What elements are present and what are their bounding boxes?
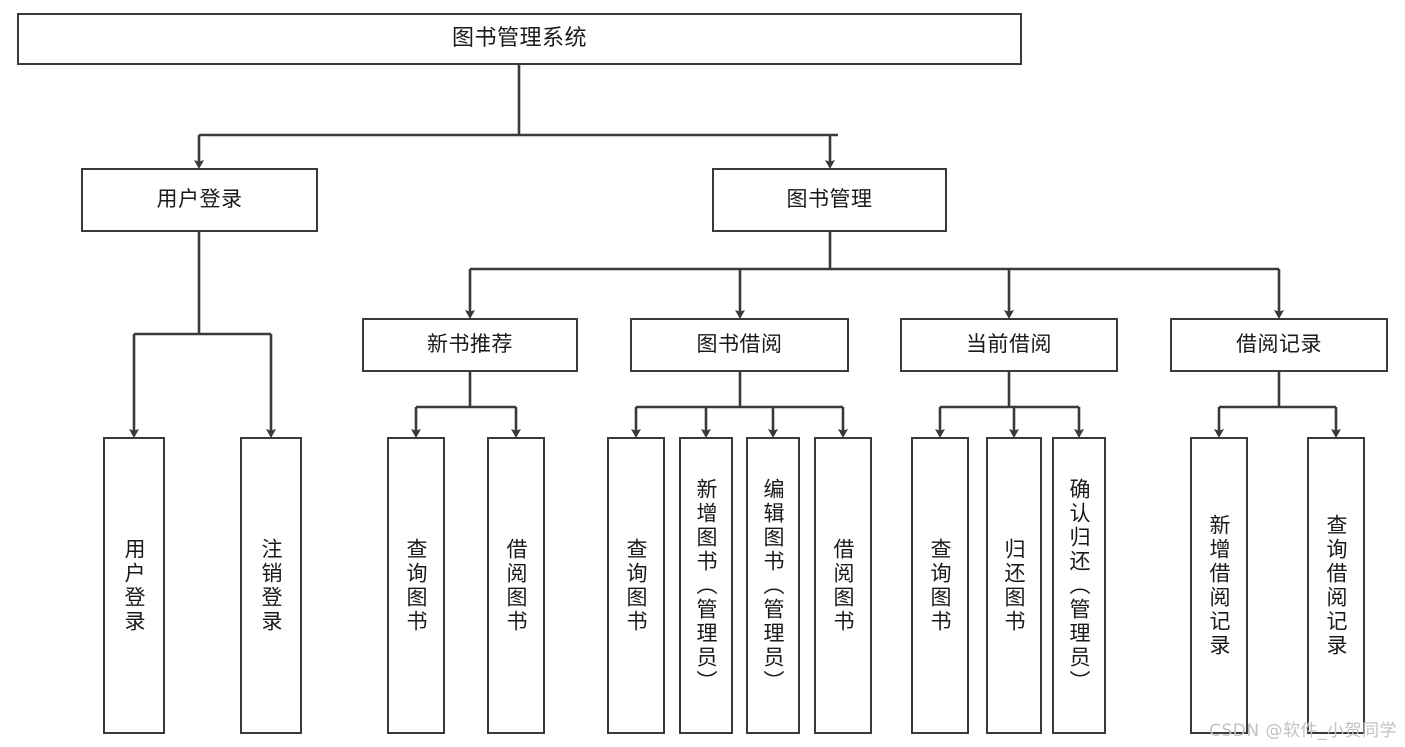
node-leaf-query-record-label: 查询借阅记录 <box>1324 513 1349 658</box>
node-new-book-rec-label: 新书推荐 <box>427 332 513 357</box>
node-leaf-add-book[interactable]: 新增图书（管理员） <box>679 437 733 734</box>
node-user-login-label: 用户登录 <box>156 187 243 212</box>
node-leaf-confirm-return-label: 确认归还（管理员） <box>1067 477 1092 694</box>
node-root-label: 图书管理系统 <box>451 25 587 51</box>
node-leaf-rec-borrow[interactable]: 借阅图书 <box>487 437 545 734</box>
node-leaf-return-book-label: 归还图书 <box>1002 537 1027 634</box>
node-book-manage[interactable]: 图书管理 <box>712 168 947 232</box>
node-leaf-rec-borrow-label: 借阅图书 <box>504 537 529 634</box>
node-user-login[interactable]: 用户登录 <box>81 168 318 232</box>
node-leaf-borrow-book[interactable]: 借阅图书 <box>814 437 872 734</box>
node-leaf-borrow-query-label: 查询图书 <box>624 537 649 634</box>
node-current-borrow-label: 当前借阅 <box>966 332 1052 357</box>
node-leaf-return-book[interactable]: 归还图书 <box>986 437 1042 734</box>
node-leaf-query-record[interactable]: 查询借阅记录 <box>1307 437 1365 734</box>
node-leaf-confirm-return[interactable]: 确认归还（管理员） <box>1052 437 1106 734</box>
node-leaf-cur-query[interactable]: 查询图书 <box>911 437 969 734</box>
node-leaf-add-record[interactable]: 新增借阅记录 <box>1190 437 1248 734</box>
node-leaf-user-login[interactable]: 用户登录 <box>103 437 165 734</box>
node-book-borrow-label: 图书借阅 <box>696 332 783 357</box>
node-leaf-edit-book[interactable]: 编辑图书（管理员） <box>746 437 800 734</box>
node-current-borrow[interactable]: 当前借阅 <box>900 318 1118 372</box>
node-new-book-rec[interactable]: 新书推荐 <box>362 318 578 372</box>
node-leaf-user-login-label: 用户登录 <box>122 537 147 634</box>
node-borrow-record-label: 借阅记录 <box>1236 332 1322 357</box>
node-leaf-rec-query-label: 查询图书 <box>404 537 429 634</box>
node-book-borrow[interactable]: 图书借阅 <box>630 318 849 372</box>
node-leaf-add-record-label: 新增借阅记录 <box>1207 513 1232 658</box>
node-leaf-logout[interactable]: 注销登录 <box>240 437 302 734</box>
node-leaf-borrow-book-label: 借阅图书 <box>831 537 856 634</box>
node-borrow-record[interactable]: 借阅记录 <box>1170 318 1388 372</box>
node-leaf-logout-label: 注销登录 <box>259 537 284 634</box>
node-book-manage-label: 图书管理 <box>786 187 873 212</box>
node-leaf-borrow-query[interactable]: 查询图书 <box>607 437 665 734</box>
node-root[interactable]: 图书管理系统 <box>17 13 1022 65</box>
node-leaf-rec-query[interactable]: 查询图书 <box>387 437 445 734</box>
node-leaf-cur-query-label: 查询图书 <box>928 537 953 634</box>
node-leaf-add-book-label: 新增图书（管理员） <box>694 477 719 694</box>
node-leaf-edit-book-label: 编辑图书（管理员） <box>761 477 786 694</box>
